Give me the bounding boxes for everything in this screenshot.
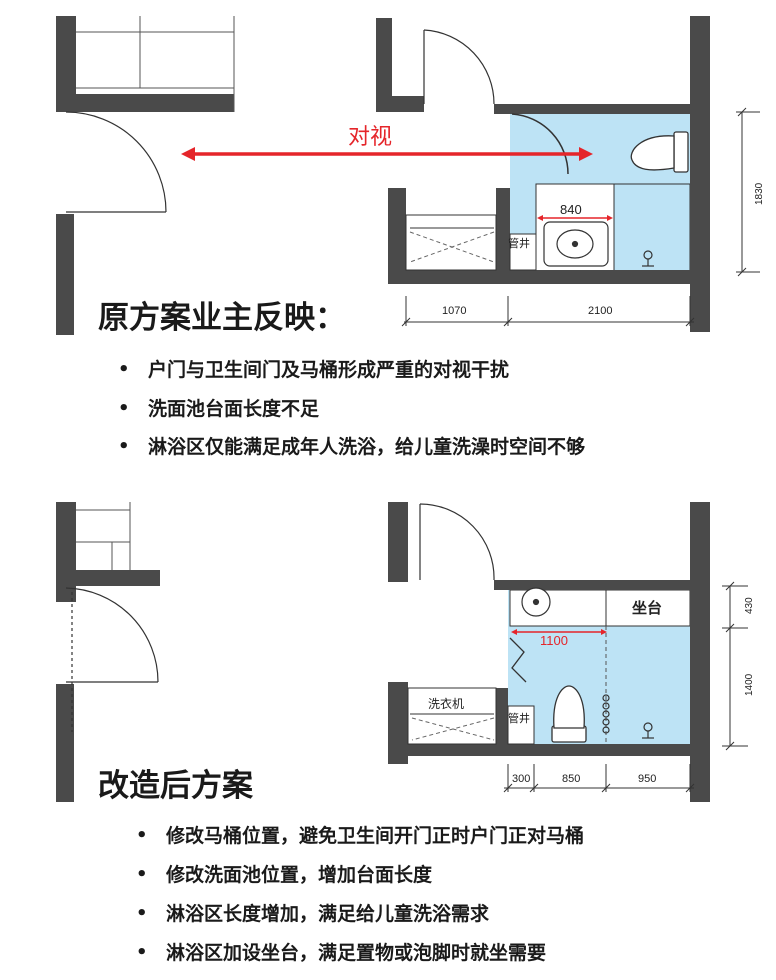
- revised-floor-plan: 坐台 1100: [56, 502, 755, 802]
- original-heading: 原方案业主反映：: [96, 298, 354, 338]
- entry-door: [65, 587, 159, 732]
- walls: [56, 502, 710, 802]
- toilet-icon: [551, 685, 587, 743]
- bullet-icon: •: [118, 359, 130, 380]
- revised-changes-list: •修改马桶位置，避免卫生间开门正时户门正对马桶 •修改洗面池位置，增加台面长度 …: [136, 824, 585, 980]
- dim-bottom-3: 950: [638, 773, 656, 785]
- seat-label: 坐台: [632, 599, 662, 617]
- dim-bottom-1: 300: [512, 773, 530, 785]
- dimension-bottom: [503, 764, 695, 793]
- bathroom-door: [419, 503, 495, 581]
- list-item: • 淋浴区长度增加，满足给儿童洗浴需求: [136, 902, 584, 926]
- bullet-icon: •: [136, 864, 148, 885]
- list-item-text: 修改洗面池位置，增加台面长度: [166, 864, 433, 886]
- original-issues-list: • 户门与卫生间门及马桶形成严重的对视干扰 • 洗面池台面长度不足 • 淋浴区仅能满足…: [118, 358, 586, 474]
- sink-icon: [543, 221, 609, 267]
- shower-hose-icon: [602, 694, 610, 734]
- dimension-bottom: [401, 296, 695, 327]
- list-item-text: 淋浴区仅能满足成年人洗浴，给儿童洗澡时空间不够: [148, 436, 586, 458]
- shaft: [509, 233, 537, 271]
- bathroom-door: [423, 29, 569, 175]
- shaft-label: 管井: [508, 236, 530, 250]
- laundry-area: [405, 214, 497, 271]
- list-item-text: 洗面池台面长度不足: [148, 397, 320, 420]
- list-item: • 户门与卫生间门及马桶形成严重的对视干扰: [118, 358, 585, 382]
- list-item-text: 淋浴区长度增加，满足给儿童洗浴需求: [166, 903, 490, 925]
- bullet-icon: •: [118, 436, 130, 457]
- dim-bottom-1: 1070: [442, 305, 466, 317]
- dim-right-1: 430: [744, 597, 755, 614]
- shaft-label: 管井: [508, 711, 530, 725]
- bullet-icon: •: [136, 903, 148, 924]
- list-item: • 修改洗面池位置，增加台面长度: [136, 863, 584, 887]
- washer-area: [407, 687, 497, 745]
- dim-bottom-2: 850: [562, 773, 580, 785]
- dimension-right: [722, 581, 748, 751]
- sink-icon: [521, 587, 551, 617]
- list-item: • 修改马桶位置，避免卫生间开门正时户门正对马桶: [136, 824, 585, 848]
- walls: [56, 16, 710, 335]
- bullet-icon: •: [136, 942, 148, 963]
- dim-bottom-2: 2100: [588, 305, 612, 317]
- list-item-text: 淋浴区加设坐台，满足置物或泡脚时就坐需要: [166, 942, 547, 964]
- original-floor-plan: 管井 对视 840 1830 1070 2100: [56, 16, 765, 335]
- sink-width-label: 840: [560, 202, 582, 217]
- dim-right-2: 1400: [744, 673, 755, 696]
- list-item: • 淋浴区仅能满足成年人洗浴，给儿童洗澡时空间不够: [118, 435, 586, 459]
- list-item-text: 修改马桶位置，避免卫生间开门正时户门正对马桶: [166, 825, 585, 847]
- floor-drain-icon: [642, 722, 654, 739]
- folding-door: [509, 637, 527, 683]
- sink-width-label: 1100: [540, 633, 568, 648]
- list-item: • 淋浴区加设坐台，满足置物或泡脚时就坐需要: [136, 941, 584, 965]
- dimension-right: [736, 107, 760, 277]
- toilet-icon: [630, 131, 689, 173]
- sightline-label: 对视: [348, 124, 392, 149]
- list-item: • 洗面池台面长度不足: [118, 397, 585, 421]
- shaft: [507, 705, 535, 745]
- bathroom-area: [508, 590, 690, 744]
- washer-label: 洗衣机: [428, 696, 464, 711]
- bullet-icon: •: [136, 825, 148, 846]
- floor-drain-icon: [642, 250, 654, 267]
- list-item-text: 户门与卫生间门及马桶形成严重的对视干扰: [148, 359, 510, 381]
- revised-heading: 改造后方案: [96, 766, 261, 806]
- dim-height-label: 1830: [754, 182, 765, 205]
- bullet-icon: •: [118, 397, 130, 419]
- entry-door: [65, 111, 167, 213]
